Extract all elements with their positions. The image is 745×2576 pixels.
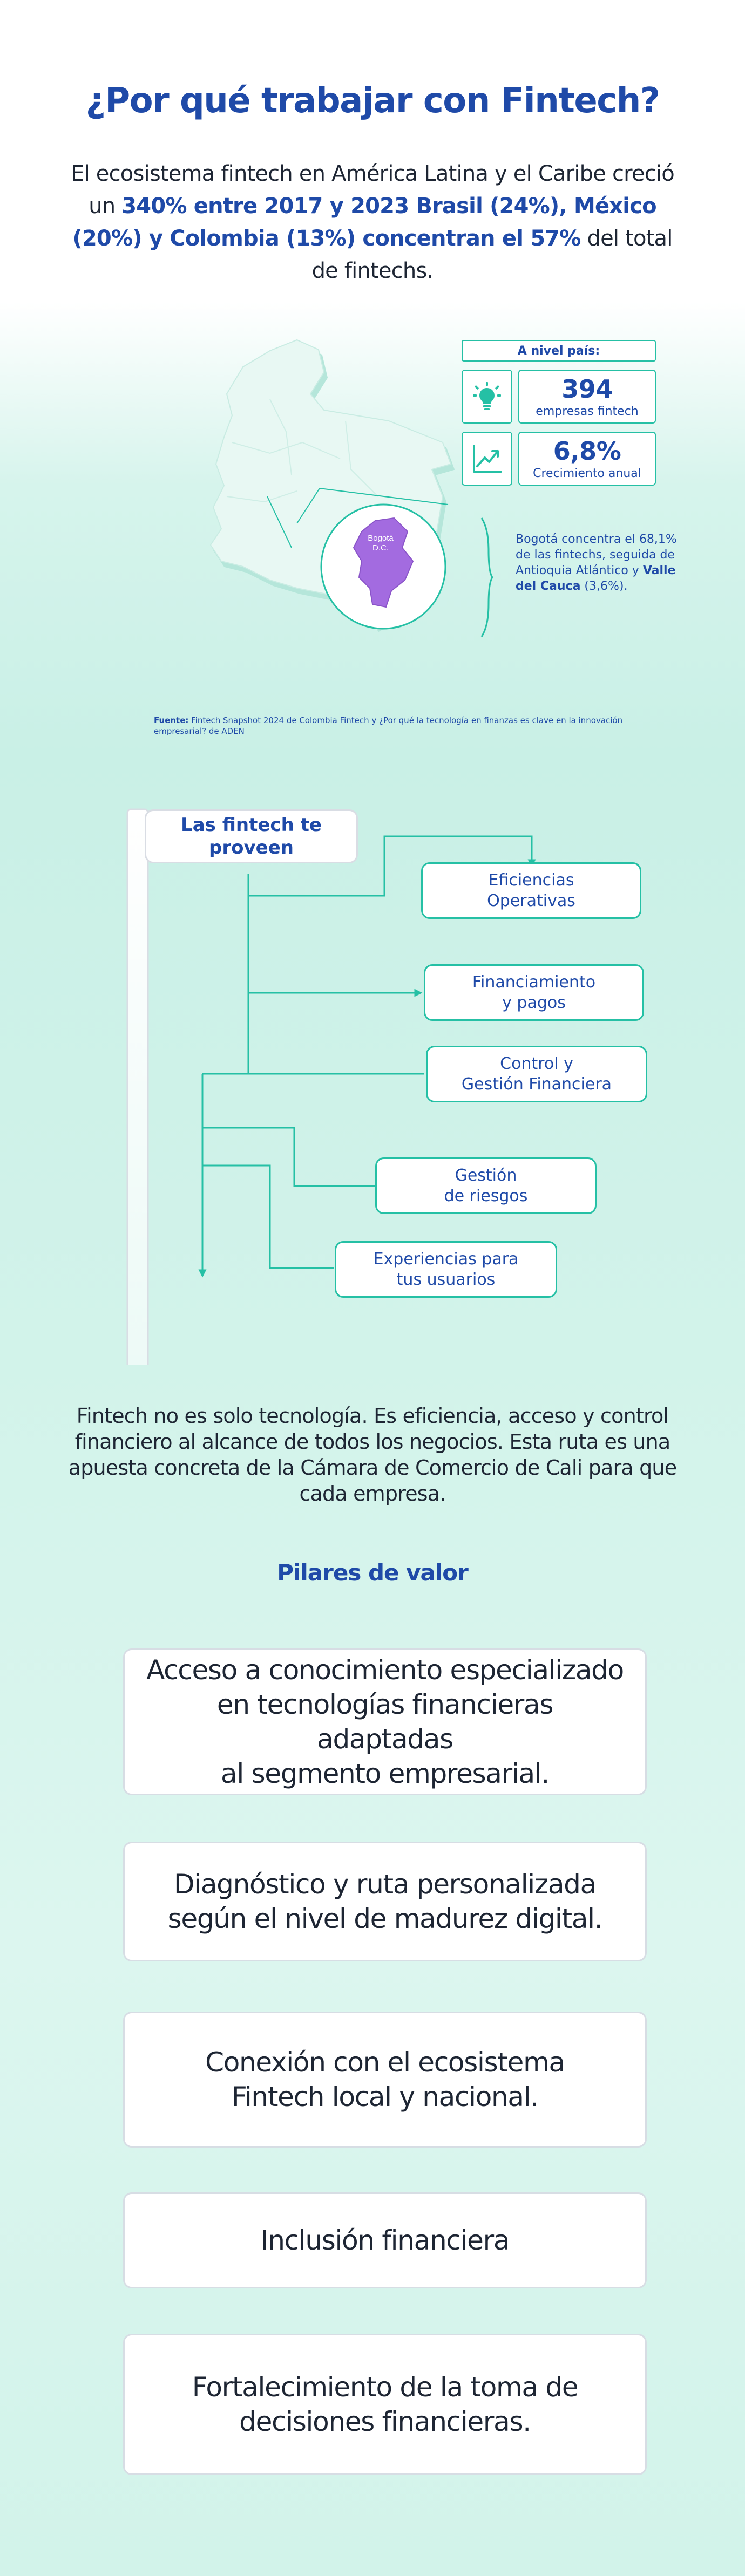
tree-node-experiencias: Experiencias para tus usuarios [335, 1241, 557, 1298]
brace-icon [480, 517, 493, 637]
stats-header: A nivel país: [462, 340, 656, 362]
colombia-map: Bogotá D.C. [209, 339, 493, 637]
bogota-note-bold: Valle del Cauca [516, 564, 676, 593]
trend-up-icon [473, 445, 502, 473]
bogota-region-shape [353, 517, 414, 608]
tree-root-node: Las fintech te proveen [145, 809, 358, 863]
lightbulb-icon-box [462, 370, 512, 424]
pillar-card-4: Inclusión financiera [123, 2192, 647, 2288]
tree-node-financiamiento: Financiamiento y pagos [424, 964, 644, 1021]
bogota-note-text-2: (3,6%). [580, 580, 628, 593]
tree-node-eficiencias: Eficiencias Operativas [421, 862, 641, 919]
pillar-card-1: Acceso a conocimiento especializado en t… [123, 1648, 647, 1795]
companies-stat: 394 empresas fintech [518, 370, 656, 424]
growth-label: Crecimiento anual [533, 466, 641, 480]
companies-label: empresas fintech [536, 404, 639, 418]
companies-value: 394 [561, 374, 613, 404]
trend-up-icon-box [462, 432, 512, 486]
closing-paragraph: Fintech no es solo tecnología. Es eficie… [68, 1404, 677, 1505]
tree-frame-bar [126, 808, 149, 1365]
bogota-note: Bogotá concentra el 68,1% de las fintech… [516, 531, 694, 594]
pillars-title: Pilares de valor [277, 1559, 469, 1586]
tree-node-control: Control y Gestión Financiera [426, 1046, 647, 1102]
tree-connectors [126, 808, 536, 1365]
source-note: Fuente: Fintech Snapshot 2024 de Colombi… [154, 715, 672, 737]
page-title: ¿Por qué trabajar con Fintech? [85, 81, 660, 121]
growth-stat: 6,8% Crecimiento anual [518, 432, 656, 486]
bogota-label-line1: Bogotá [368, 534, 394, 543]
intro-text-1: El ecosistema fintech en América Latina … [71, 161, 675, 219]
intro-paragraph: El ecosistema fintech en América Latina … [59, 158, 686, 287]
growth-value: 6,8% [553, 436, 621, 466]
intro-text-2: del total de fintechs. [311, 226, 673, 283]
bogota-note-text-1: Bogotá concentra el 68,1% de las fintech… [516, 533, 677, 577]
bogota-label-line2: D.C. [372, 543, 389, 553]
intro-highlight: 340% entre 2017 y 2023 Brasil (24%), Méx… [72, 194, 656, 251]
pillar-card-2: Diagnóstico y ruta personalizada según e… [123, 1842, 647, 1961]
source-text: Fintech Snapshot 2024 de Colombia Fintec… [154, 715, 623, 736]
source-label: Fuente: [154, 715, 189, 725]
pillar-card-5: Fortalecimiento de la toma de decisiones… [123, 2334, 647, 2475]
lightbulb-icon [473, 382, 501, 410]
pillar-card-3: Conexión con el ecosistema Fintech local… [123, 2012, 647, 2148]
tree-node-gestion-riesgos: Gestión de riesgos [375, 1157, 597, 1214]
